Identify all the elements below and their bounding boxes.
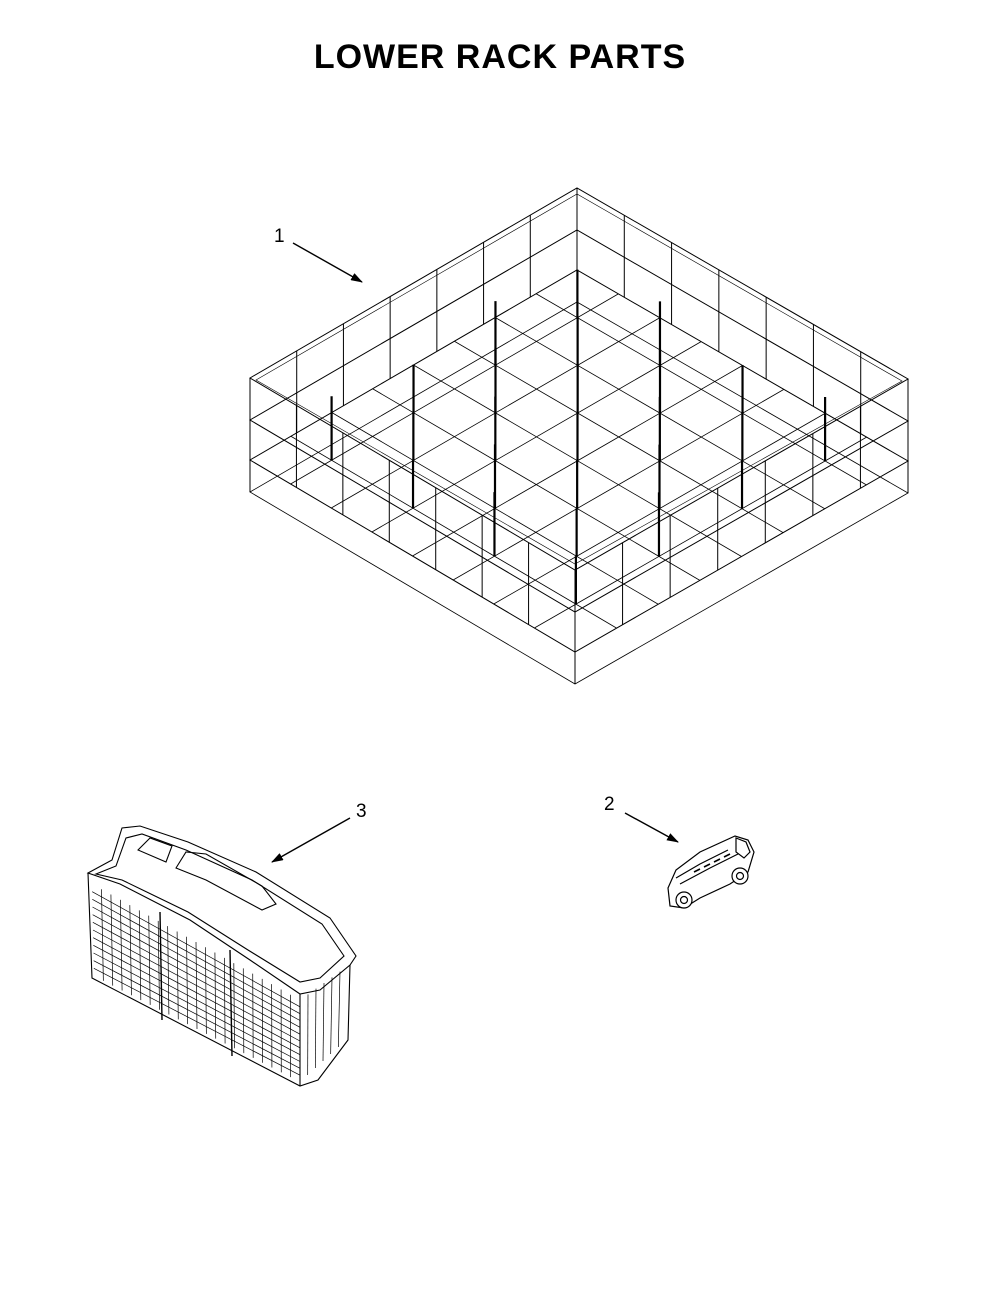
callout-1-arrow [292, 242, 363, 283]
basket-mesh-wire [92, 914, 301, 1028]
rack-floor-wire [452, 389, 785, 581]
basket-mesh-wire [93, 960, 301, 1069]
basket-mesh-wire [92, 929, 301, 1042]
basket-mesh-wire [92, 906, 301, 1021]
rack-floor-wire [535, 293, 867, 486]
basket-mesh-wire [91, 891, 301, 1008]
callout-3-arrow [271, 817, 351, 863]
basket-mesh-wire [337, 971, 341, 1048]
basket-mesh-wire [330, 977, 333, 1055]
callout-1-label: 1 [274, 226, 285, 247]
basket-mesh-wire [322, 982, 325, 1062]
callout-2-label: 2 [604, 794, 615, 815]
basket-mesh-wire [93, 952, 301, 1062]
basket-mesh-wire [92, 922, 301, 1035]
basket-mesh-wire [314, 988, 317, 1069]
callout-3-label: 3 [356, 801, 367, 822]
rack-wheel-part [667, 835, 755, 909]
basket-mesh-wire [93, 937, 301, 1049]
lower-rack-part [249, 187, 910, 685]
page-title: LOWER RACK PARTS [313, 38, 687, 76]
silverware-basket-part [86, 825, 357, 1087]
basket-mesh-wire [93, 968, 301, 1076]
rack-floor-wire [534, 436, 867, 629]
rack-floor-wire [454, 340, 784, 533]
callout-2-arrow [624, 812, 679, 843]
basket-mesh-wire [92, 899, 301, 1014]
basket-mesh-wire [93, 945, 301, 1055]
